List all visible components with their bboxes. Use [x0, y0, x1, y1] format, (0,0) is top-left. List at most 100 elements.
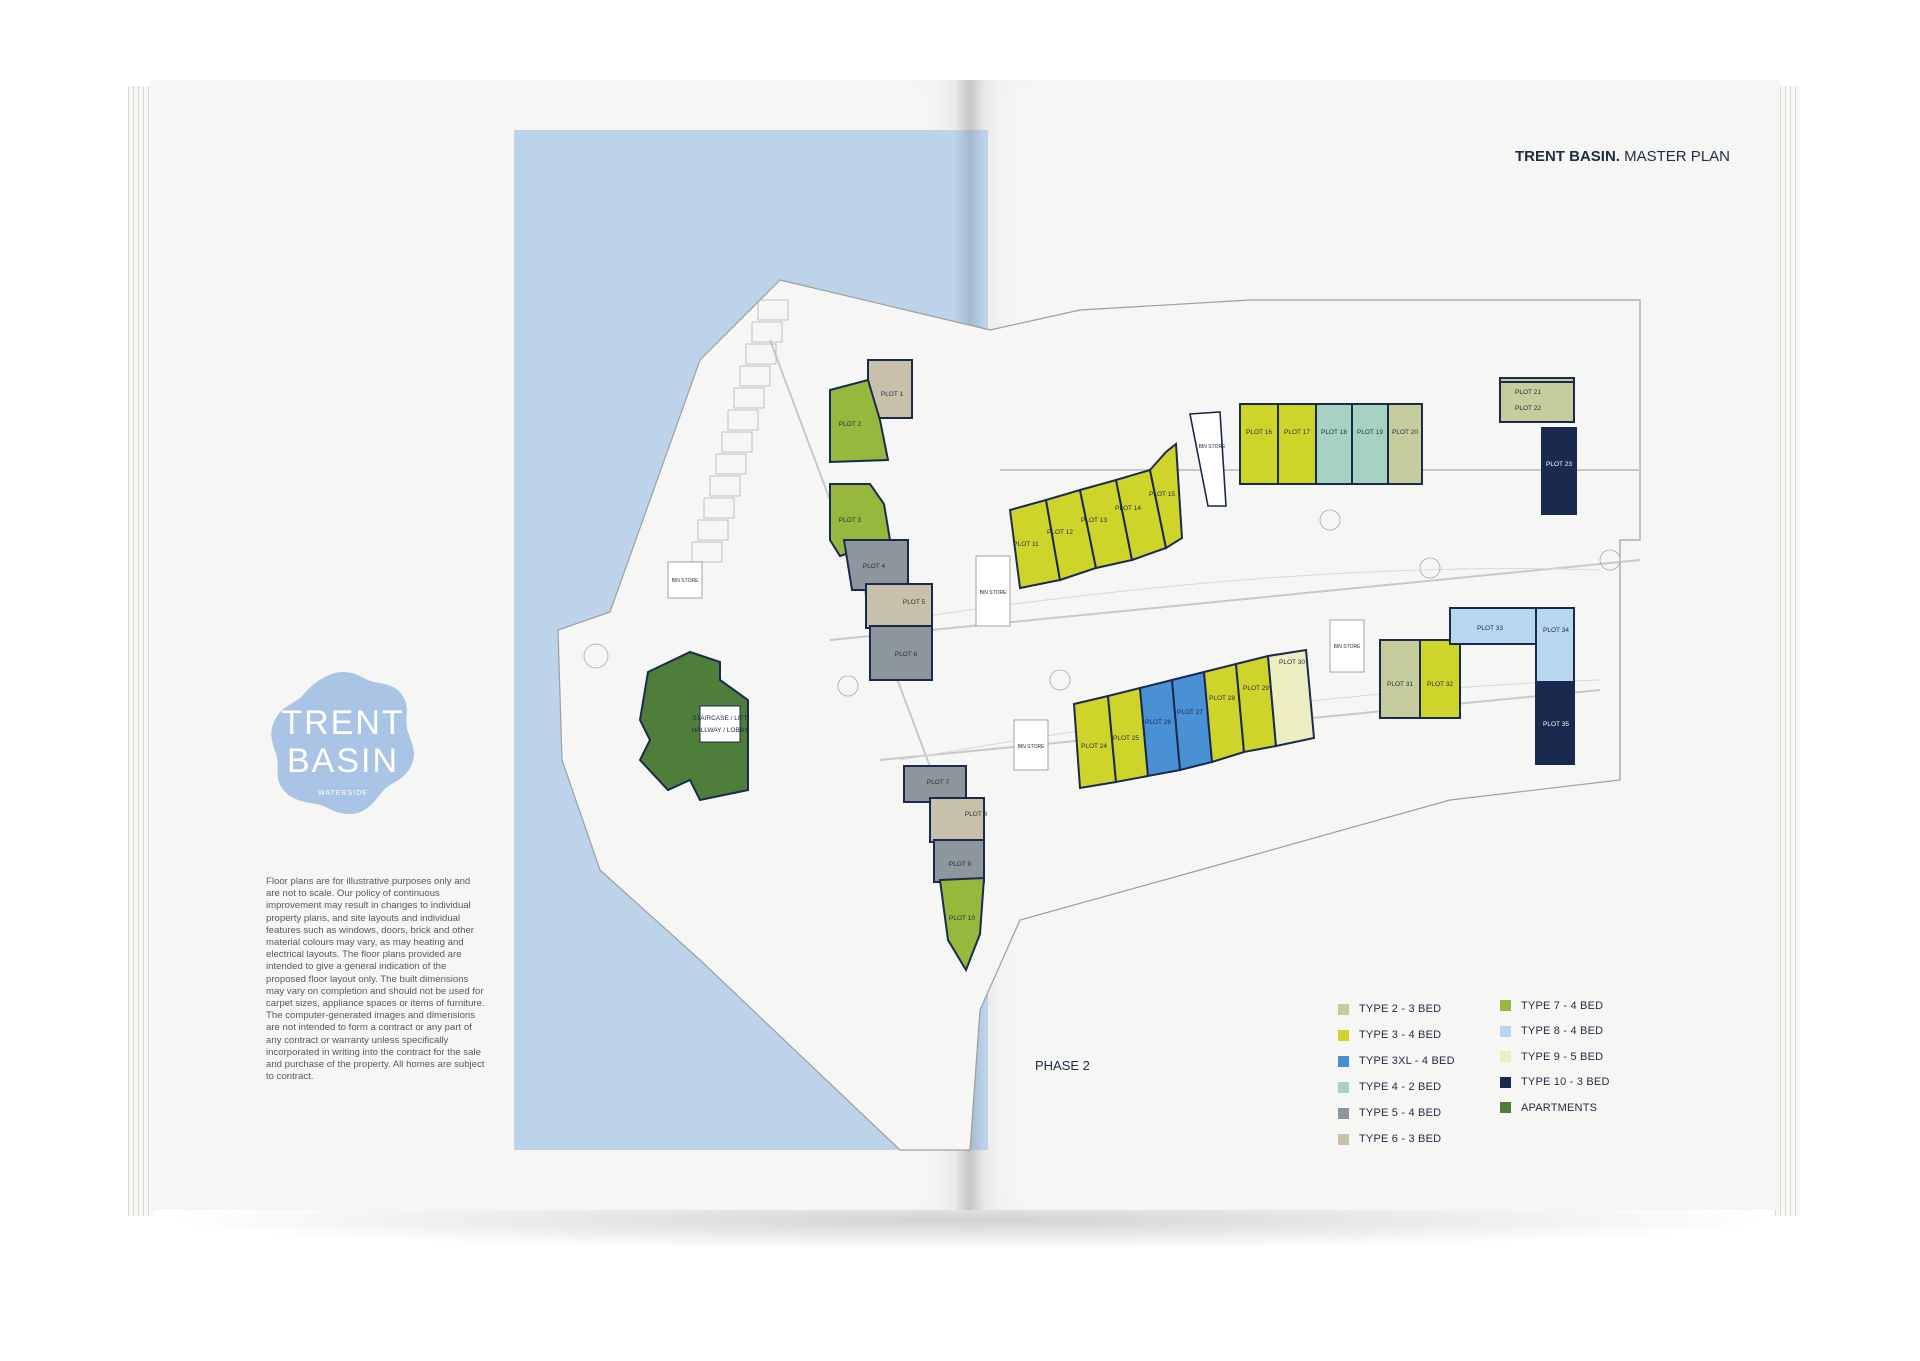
legend-item-type3xl: TYPE 3XL - 4 BED — [1338, 1048, 1508, 1074]
plot-shapes — [829, 359, 1577, 973]
trent-basin-logo: TRENT BASIN WATERSIDE — [268, 668, 418, 818]
legend-swatch — [1500, 1102, 1511, 1114]
plot-shape-33 — [1449, 607, 1537, 645]
legend-label: TYPE 10 - 3 BED — [1521, 1076, 1610, 1089]
legend-item-type2: TYPE 2 - 3 BED — [1338, 996, 1508, 1022]
apartment-label-2: HALLWAY / LOBBY — [692, 727, 750, 734]
logo-name-line2: BASIN — [286, 742, 400, 780]
legend-swatch — [1500, 1000, 1511, 1012]
bin-store-label-2: BIN STORE — [980, 590, 1008, 596]
legend-swatch — [1338, 1133, 1349, 1145]
plot-label-16: PLOT 16 — [1246, 429, 1272, 436]
plot-shape-6 — [869, 625, 933, 681]
legend-swatch — [1500, 1025, 1511, 1037]
plot-label-1: PLOT 1 — [881, 391, 904, 398]
bin-store-label-5: BIN STORE — [1199, 444, 1227, 450]
legend-item-type8: TYPE 8 - 4 BED — [1500, 1019, 1670, 1045]
plot-label-24: PLOT 24 — [1081, 743, 1107, 750]
plot-label-14: PLOT 14 — [1115, 505, 1141, 512]
phase-label: PHASE 2 — [1035, 1058, 1090, 1073]
plot-shape-20 — [1387, 403, 1423, 485]
apartment-block — [638, 650, 749, 802]
legend-item-type4: TYPE 4 - 2 BED — [1338, 1074, 1508, 1100]
legend-swatch — [1338, 1003, 1349, 1015]
bin-store-label-1: BIN STORE — [672, 578, 700, 584]
bin-store-label-4: BIN STORE — [1334, 644, 1362, 650]
plot-label-33: PLOT 33 — [1477, 625, 1503, 632]
plot-label-13: PLOT 13 — [1081, 517, 1107, 524]
plot-shape-2 — [829, 378, 890, 464]
plot-label-35: PLOT 35 — [1543, 721, 1569, 728]
page-title-rest: MASTER PLAN — [1619, 148, 1730, 165]
legend-column-2: TYPE 7 - 4 BED TYPE 8 - 4 BED TYPE 9 - 5… — [1500, 993, 1670, 1121]
logo-tagline: WATERSIDE — [318, 790, 368, 797]
page-title: TRENT BASIN. MASTER PLAN — [1430, 148, 1730, 165]
plot-label-2: PLOT 2 — [839, 421, 862, 428]
legend-item-type7: TYPE 7 - 4 BED — [1500, 993, 1670, 1019]
legend-label: TYPE 7 - 4 BED — [1521, 999, 1604, 1012]
plot-label-8: PLOT 8 — [965, 811, 988, 818]
plot-label-3: PLOT 3 — [839, 517, 862, 524]
legend-item-type9: TYPE 9 - 5 BED — [1500, 1044, 1670, 1070]
logo-name-line1: TRENT — [281, 704, 405, 742]
plot-label-15: PLOT 15 — [1149, 491, 1175, 498]
plot-label-19: PLOT 19 — [1357, 429, 1383, 436]
legend-label: APARTMENTS — [1521, 1101, 1598, 1114]
logo-badge-shape — [271, 672, 414, 814]
legend-label: TYPE 9 - 5 BED — [1521, 1050, 1604, 1063]
plot-shape-35 — [1535, 681, 1575, 765]
plot-label-25: PLOT 25 — [1113, 735, 1139, 742]
plot-label-28: PLOT 28 — [1209, 695, 1235, 702]
legend-swatch — [1338, 1029, 1349, 1041]
legend-label: TYPE 3XL - 4 BED — [1359, 1055, 1455, 1067]
plot-label-22: PLOT 22 — [1515, 405, 1541, 412]
legend-label: TYPE 3 - 4 BED — [1359, 1029, 1442, 1041]
plot-label-6: PLOT 6 — [895, 651, 918, 658]
legend-swatch — [1338, 1055, 1349, 1067]
legend-label: TYPE 6 - 3 BED — [1359, 1133, 1442, 1145]
legend-label: TYPE 4 - 2 BED — [1359, 1081, 1442, 1093]
plot-shape-34 — [1535, 607, 1575, 683]
plot-shape-18 — [1315, 403, 1353, 485]
legend-label: TYPE 5 - 4 BED — [1359, 1107, 1442, 1119]
bin-store-label-3: BIN STORE — [1018, 744, 1046, 750]
legend-item-type10: TYPE 10 - 3 BED — [1500, 1070, 1670, 1096]
plot-shape-23 — [1541, 427, 1577, 515]
plot-label-34: PLOT 34 — [1543, 627, 1569, 634]
plot-shape-31 — [1379, 639, 1421, 719]
plot-label-12: PLOT 12 — [1047, 529, 1073, 536]
apartment-label-1: STAIRCASE / LIFT — [692, 715, 747, 722]
bin-store-3 — [1013, 719, 1049, 771]
plot-label-9: PLOT 9 — [949, 861, 972, 868]
plot-label-31: PLOT 31 — [1387, 681, 1413, 688]
plot-label-23: PLOT 23 — [1546, 461, 1572, 468]
legend-item-type3: TYPE 3 - 4 BED — [1338, 1022, 1508, 1048]
plot-shape-30 — [1266, 648, 1316, 748]
plot-label-21: PLOT 21 — [1515, 389, 1541, 396]
plot-label-7: PLOT 7 — [927, 779, 950, 786]
plot-label-30: PLOT 30 — [1279, 659, 1305, 666]
plot-shape-19 — [1351, 403, 1389, 485]
legend-item-type6: TYPE 6 - 3 BED — [1338, 1126, 1508, 1152]
bin-store-2 — [975, 555, 1011, 627]
plot-label-29: PLOT 29 — [1243, 685, 1269, 692]
bin-store-1 — [667, 561, 703, 599]
plot-label-18: PLOT 18 — [1321, 429, 1347, 436]
plot-label-26: PLOT 26 — [1145, 719, 1171, 726]
legend-swatch — [1500, 1076, 1511, 1088]
bin-store-5 — [1189, 411, 1227, 507]
legend-item-type5: TYPE 5 - 4 BED — [1338, 1100, 1508, 1126]
disclaimer-text: Floor plans are for illustrative purpose… — [266, 876, 485, 1083]
plot-shape-32 — [1419, 639, 1461, 719]
bin-store-4 — [1329, 619, 1365, 673]
plot-label-4: PLOT 4 — [863, 563, 886, 570]
plot-label-5: PLOT 5 — [903, 599, 926, 606]
page-title-bold: TRENT BASIN. — [1514, 148, 1620, 165]
plot-labels: PLOT 1 PLOT 2 PLOT 3 PLOT 4 PLOT 5 PLOT … — [672, 389, 1573, 922]
plot-label-17: PLOT 17 — [1284, 429, 1310, 436]
plot-shape-17 — [1277, 403, 1317, 485]
apartment-core — [699, 705, 741, 743]
plot-shape-16 — [1239, 403, 1279, 485]
parking-bays-waterfront — [691, 299, 789, 563]
